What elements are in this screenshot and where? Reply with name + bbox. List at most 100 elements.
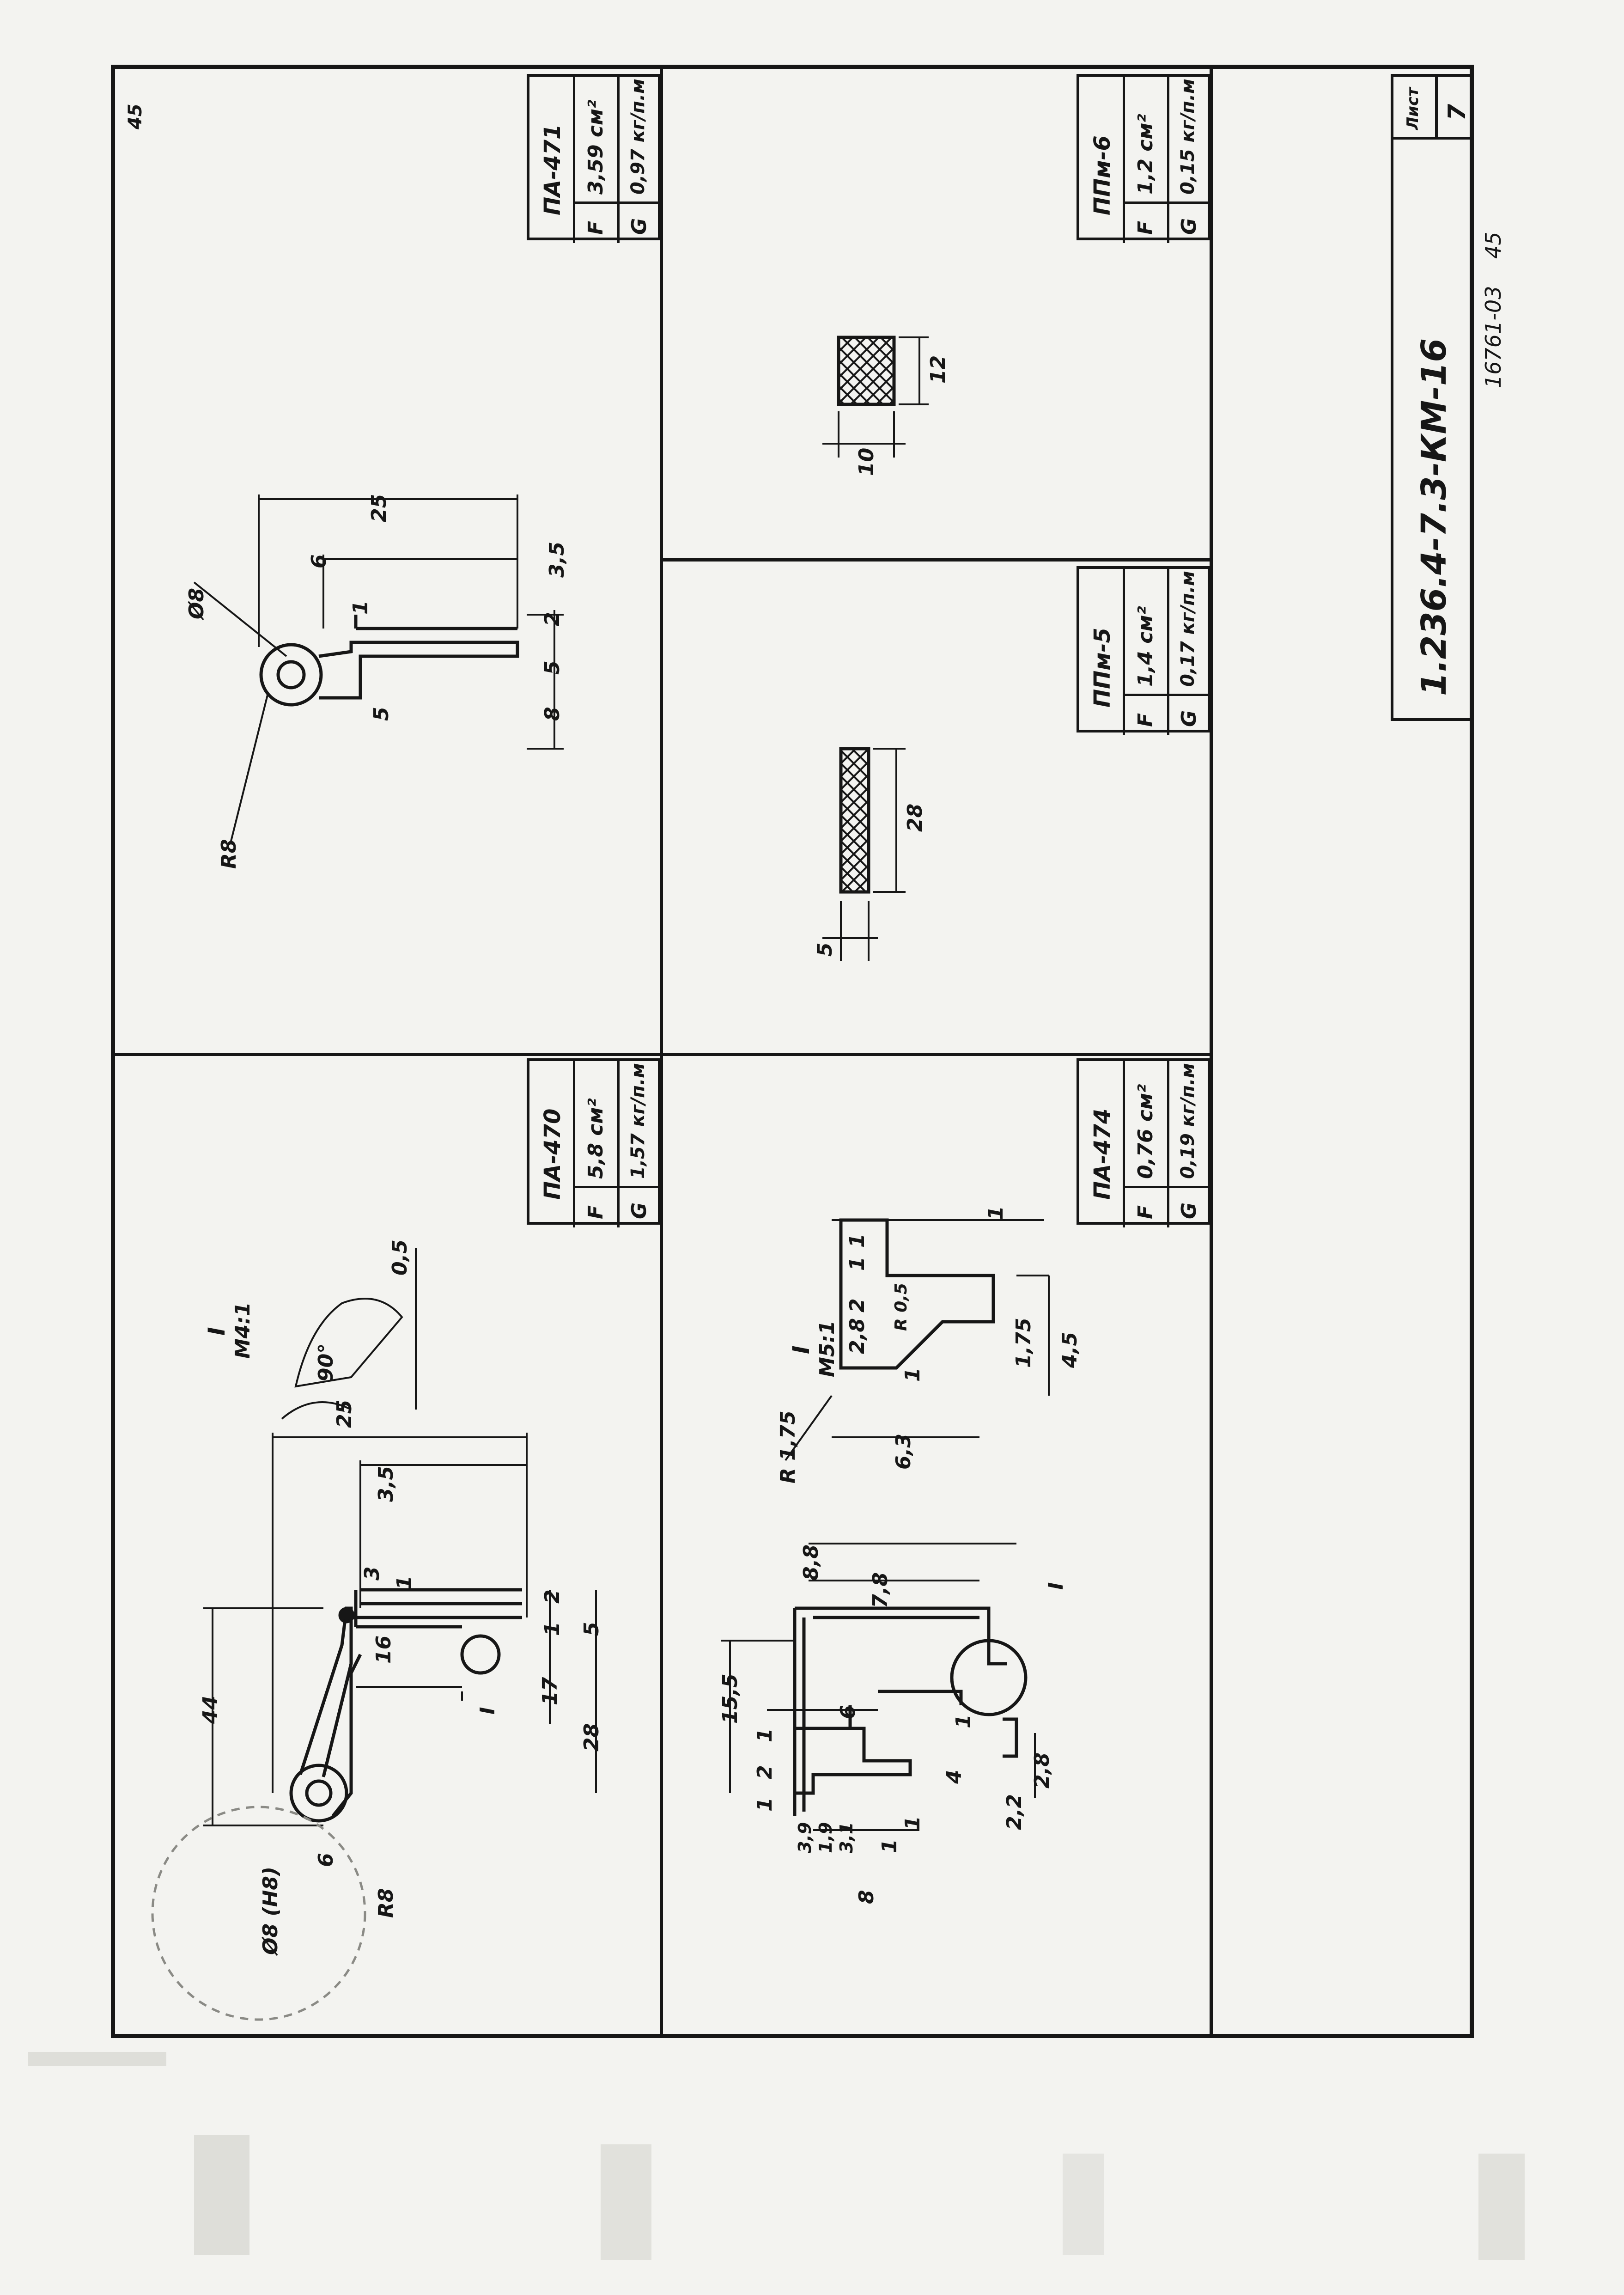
table-line (617, 77, 620, 243)
ppm6-property-table: ППм-6 F 1,2 см² G 0,15 кг/п.м (1077, 74, 1210, 243)
pa470-dim-r8: R8 (374, 1888, 398, 1918)
ppm6-section (837, 336, 896, 406)
pa474-dim-15-5: 15,5 (718, 1673, 742, 1724)
table-line (573, 77, 575, 243)
scan-noise (28, 2052, 166, 2066)
pa471-f-value: 3,59 см² (584, 99, 608, 195)
table-line (1123, 77, 1125, 243)
pa471-profile (259, 615, 519, 707)
pa471-property-table: ПА-471 F 3,59 см² G 0,97 кг/п.м (527, 74, 661, 243)
pa470-hinge-hole (305, 1779, 333, 1807)
table-line (573, 1186, 661, 1188)
pa474-detail-dim-1d: 1 (984, 1206, 1008, 1220)
pa474-dim-1a: 1 (753, 1728, 777, 1742)
pa474-detail-label: I (788, 1345, 815, 1354)
pa474-lip (1003, 1717, 1018, 1758)
ppm6-dim-10: 10 (855, 447, 878, 476)
pa471-g-label: G (627, 218, 651, 235)
pa470-dim-3-5: 3,5 (374, 1466, 398, 1502)
pa470-dim-6: 6 (314, 1853, 338, 1867)
pa474-g-label: G (1177, 1202, 1201, 1219)
pa474-f-value: 0,76 см² (1134, 1084, 1157, 1179)
pa471-hinge-hole (276, 660, 306, 690)
pa474-property-table: ПА-474 F 0,76 см² G 0,19 кг/п.м (1077, 1058, 1210, 1227)
pa474-detail-dim-1-75: 1,75 (1012, 1318, 1035, 1368)
pa470-dim-5: 5 (580, 1622, 603, 1636)
pa471-dim-1: 1 (349, 600, 372, 615)
pa470-dim-16: 16 (372, 1635, 395, 1664)
pa471-dim-8: 8 (541, 707, 564, 721)
pa474-dim-1d: 1 (901, 1816, 925, 1830)
pa474-dim-8-8: 8,8 (799, 1544, 823, 1581)
pa474-detail-dim-1c: 1 (901, 1367, 925, 1382)
pa474-f-label: F (1134, 1205, 1157, 1219)
table-line (1167, 77, 1169, 243)
pa474-name: ПА-474 (1089, 1108, 1115, 1200)
table-line (617, 1061, 620, 1227)
pa474-dim-1-9: 1,9 (815, 1822, 836, 1853)
pa471-dim-2: 2 (541, 612, 564, 626)
pa470-detail-ring (460, 1634, 501, 1675)
pa470-detail-scale: М4:1 (231, 1302, 255, 1359)
ppm6-dimension-lines (822, 336, 929, 458)
pa474-detail-dim-r1-75: R 1,75 (776, 1410, 800, 1483)
ppm5-property-table: ППм-5 F 1,4 см² G 0,17 кг/п.м (1077, 566, 1210, 735)
scan-noise (194, 2135, 249, 2255)
pa474-dim-1c: 1 (952, 1714, 975, 1728)
pa474-detail-dim-1a: 1 (845, 1233, 869, 1248)
pa471-dim-5b: 5 (370, 707, 393, 721)
ppm5-dim-28: 28 (903, 803, 927, 832)
column-divider-1 (660, 65, 663, 2038)
ppm5-dim-5: 5 (813, 942, 837, 957)
pa470-profile (289, 1588, 522, 1823)
pa471-hinge-outer (259, 643, 323, 707)
pa474-profile (793, 1218, 1028, 1816)
pa470-weld-dot (338, 1607, 355, 1624)
pa470-dim-28: 28 (580, 1723, 603, 1752)
table-line (1123, 569, 1125, 735)
table-line (1123, 1061, 1125, 1227)
pa471-flange (354, 615, 517, 630)
pa474-dim-3-1: 3,1 (836, 1822, 857, 1853)
pa474-t-slot (795, 1727, 912, 1795)
scan-noise (601, 2144, 651, 2260)
title-divider (1393, 137, 1474, 140)
table-line (1123, 1186, 1210, 1188)
pa474-dim-1b: 1 (753, 1797, 777, 1812)
pa471-dim-25: 25 (367, 494, 391, 522)
pa474-dim-2-2: 2,2 (1003, 1794, 1026, 1830)
pa474-channel (793, 1606, 1007, 1816)
pa471-dimension-lines (193, 494, 564, 842)
pa474-detail-dim-2-8: 2,8 (845, 1318, 869, 1354)
pa474-detail-dim-4-5: 4,5 (1058, 1332, 1082, 1368)
pa470-detail-dim: 0,5 (388, 1239, 412, 1276)
ppm5-g-label: G (1177, 710, 1201, 727)
pa470-flange (351, 1588, 522, 1627)
pa470-web (331, 1654, 362, 1818)
pa474-g-value: 0,19 кг/п.м (1177, 1063, 1198, 1179)
ppm6-g-label: G (1177, 218, 1201, 235)
pa471-arm (318, 641, 519, 700)
ppm6-g-value: 0,15 кг/п.м (1177, 79, 1198, 195)
pa470-hinge-outer (289, 1764, 348, 1823)
pa470-detail-label: I (203, 1327, 230, 1336)
pa474-dim-2: 2 (753, 1765, 777, 1779)
ppm5-f-value: 1,4 см² (1134, 606, 1157, 687)
ppm5-f-label: F (1134, 713, 1157, 727)
ppm5-dimension-lines (822, 748, 906, 961)
pa470-dim-25: 25 (333, 1399, 356, 1428)
pa474-dim-7-8: 7,8 (869, 1572, 892, 1608)
pa474-dim-2-8: 2,8 (1030, 1752, 1054, 1788)
table-line (1167, 1061, 1169, 1227)
pa474-dim-4: 4 (943, 1770, 966, 1784)
ppm5-g-value: 0,17 кг/п.м (1177, 571, 1198, 687)
pa474-dim-8: 8 (855, 1890, 878, 1904)
pa470-dim-d8: Ø8 (Н8) (259, 1867, 282, 1955)
scan-noise (1063, 2154, 1104, 2255)
table-line (573, 201, 661, 204)
pa470-dimension-lines (203, 1248, 597, 1826)
pa474-detail-profile (839, 1218, 995, 1370)
pa474-detail-dim-2: 2 (845, 1298, 869, 1312)
pa470-detail-callout: I (476, 1707, 499, 1715)
